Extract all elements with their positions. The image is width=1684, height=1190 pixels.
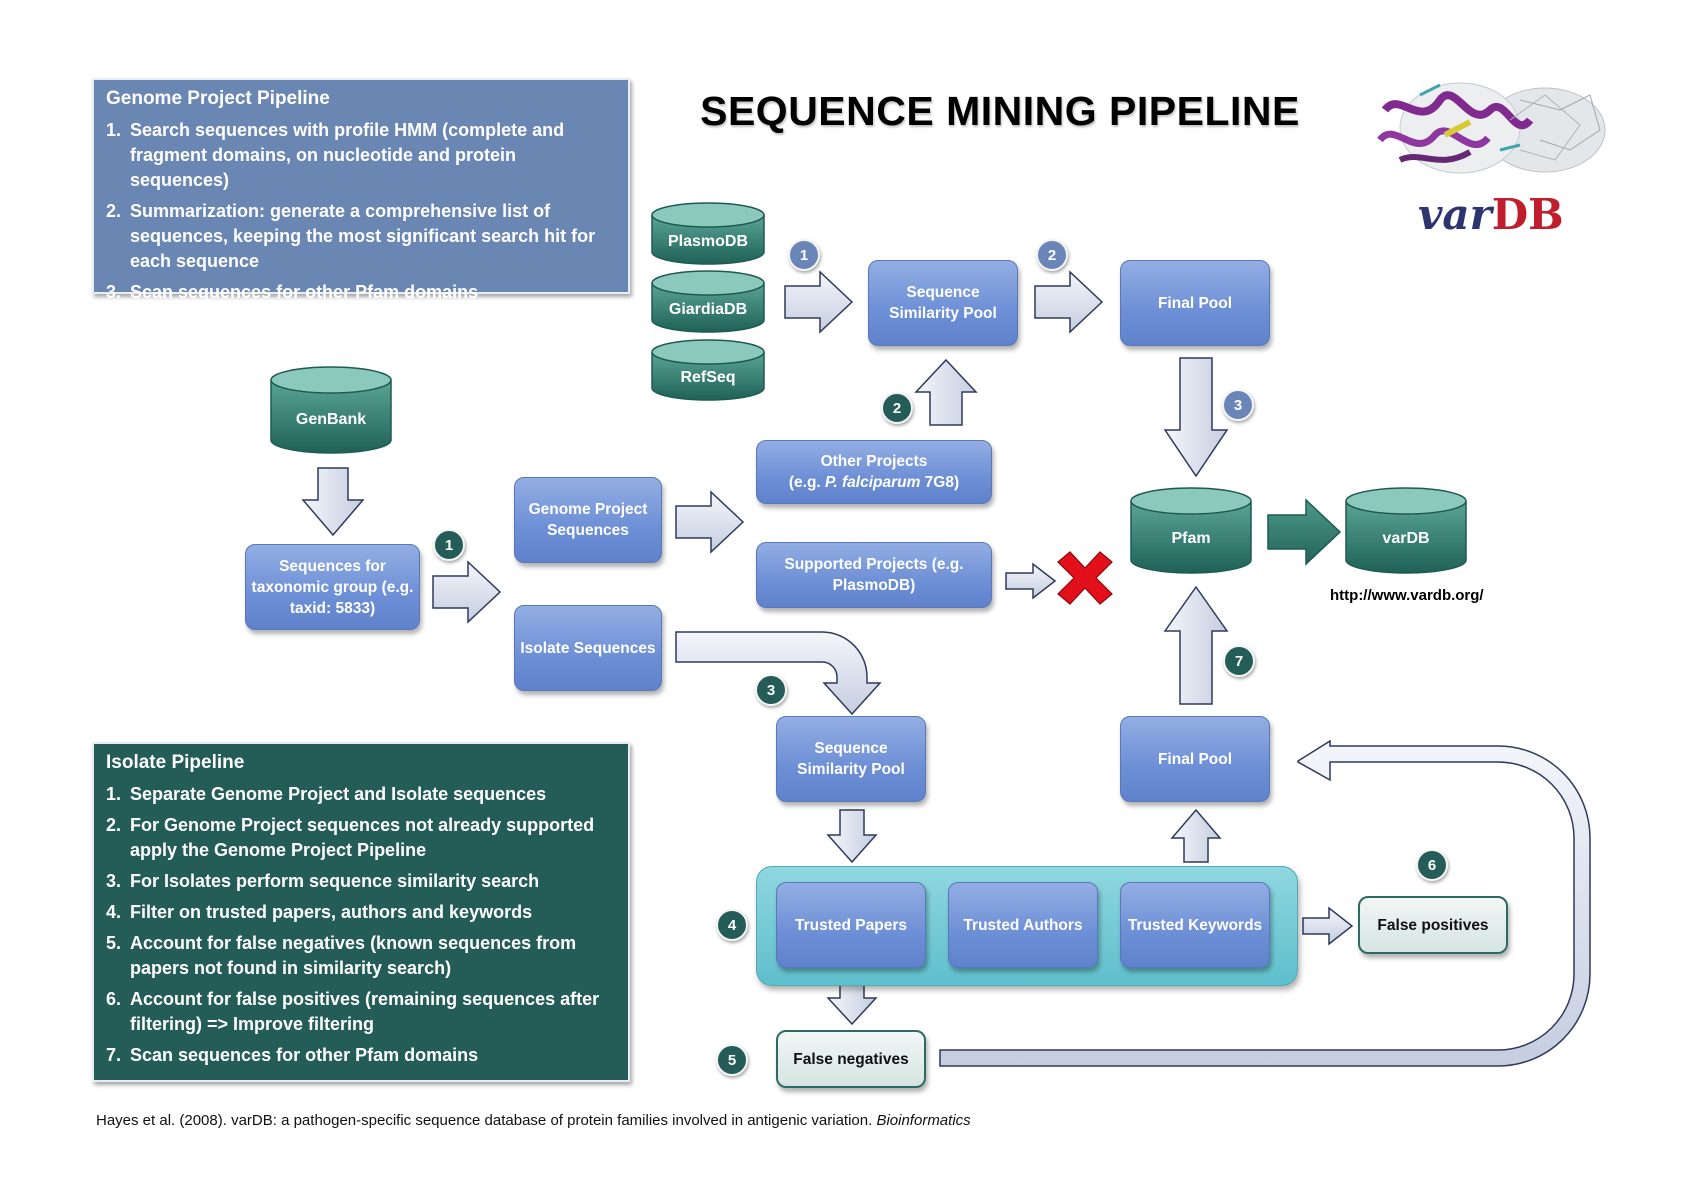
step-badge-3-genome: 3	[1222, 389, 1254, 421]
reject-cross-icon	[1057, 551, 1113, 605]
other-projects-line1: Other Projects	[820, 453, 928, 470]
arrow-finalpool-to-pfam	[1163, 357, 1229, 478]
node-trusted-authors: Trusted Authors	[948, 882, 1098, 968]
arrow-falsenegatives-loop-to-finalpool	[939, 739, 1591, 1067]
step-badge-7-isolate: 7	[1223, 645, 1255, 677]
node-sequences-for-taxonomic-group: Sequences for taxonomic group (e.g. taxi…	[245, 544, 420, 630]
logo-var: var	[1418, 190, 1492, 239]
step-number: 4.	[106, 902, 122, 922]
db-pfam: Pfam	[1130, 487, 1252, 574]
node-supported-projects: Supported Projects (e.g. PlasmoDB)	[756, 542, 992, 608]
db-vardb: varDB	[1345, 487, 1467, 574]
db-label-genbank: GenBank	[296, 411, 366, 428]
genome-step: 2. Summarization: generate a comprehensiv…	[106, 199, 616, 274]
protein-structure-image	[1377, 82, 1606, 174]
arrow-tray-to-finalpool	[1170, 808, 1222, 863]
node-isolate-sequences: Isolate Sequences	[514, 605, 662, 691]
genome-pipeline-heading: Genome Project Pipeline	[106, 88, 330, 109]
step-badge-2-genome: 2	[1036, 239, 1068, 271]
step-text: Summarization: generate a comprehensive …	[130, 201, 596, 271]
step-text: Filter on trusted papers, authors and ke…	[130, 902, 533, 922]
step-text: Separate Genome Project and Isolate sequ…	[130, 784, 547, 804]
genome-step: 3. Scan sequences for other Pfam domains	[106, 280, 616, 305]
step-badge-1-genome: 1	[788, 239, 820, 271]
step-badge-4-isolate: 4	[716, 909, 748, 941]
step-badge-3-isolate: 3	[755, 674, 787, 706]
step-text: Search sequences with profile HMM (compl…	[130, 120, 565, 190]
step-number: 5.	[106, 933, 122, 953]
arrow-dbs-to-simpool	[784, 270, 854, 334]
db-refseq: RefSeq	[651, 339, 765, 401]
other-projects-line2: (e.g. P. falciparum 7G8)	[788, 474, 960, 491]
step-number: 1.	[106, 120, 122, 140]
step-badge-5-isolate: 5	[716, 1044, 748, 1076]
db-label-plasmodb: PlasmoDB	[668, 233, 748, 250]
arrow-sequences-to-split	[432, 560, 502, 624]
isolate-step: 4. Filter on trusted papers, authors and …	[106, 900, 616, 925]
db-label-giardiadb: GiardiaDB	[669, 301, 747, 318]
isolate-step: 2. For Genome Project sequences not alrea…	[106, 813, 616, 863]
step-text: Account for false positives (remaining s…	[130, 989, 600, 1034]
arrow-isolate-to-simpool	[675, 631, 882, 716]
arrow-supported-to-reject	[1005, 562, 1057, 600]
node-sequence-similarity-pool-top: Sequence Similarity Pool	[868, 260, 1018, 346]
db-label-vardb: varDB	[1382, 530, 1429, 547]
node-final-pool-bottom: Final Pool	[1120, 716, 1270, 802]
step-text: For Isolates perform sequence similarity…	[130, 871, 540, 891]
step-number: 2.	[106, 815, 122, 835]
step-number: 3.	[106, 871, 122, 891]
isolate-step: 1. Separate Genome Project and Isolate se…	[106, 782, 616, 807]
step-text: For Genome Project sequences not already…	[130, 815, 595, 860]
step-text: Scan sequences for other Pfam domains	[130, 1045, 479, 1065]
node-false-negatives: False negatives	[776, 1030, 926, 1088]
arrow-pfam-to-vardb	[1267, 498, 1342, 566]
step-number: 7.	[106, 1045, 122, 1065]
logo-db: DB	[1491, 190, 1564, 239]
node-final-pool-top: Final Pool	[1120, 260, 1270, 346]
arrow-otherprojects-to-simpool	[914, 358, 978, 426]
step-number: 3.	[106, 282, 122, 302]
arrow-finalpool-bottom-to-pfam	[1163, 585, 1229, 705]
db-plasmodb: PlasmoDB	[651, 202, 765, 265]
isolate-step: 3. For Isolates perform sequence similari…	[106, 869, 616, 894]
node-trusted-keywords: Trusted Keywords	[1120, 882, 1270, 968]
vardb-logo: varDB	[1418, 190, 1564, 239]
citation-journal: Bioinformatics	[876, 1112, 971, 1129]
node-sequence-similarity-pool-bottom: Sequence Similarity Pool	[776, 716, 926, 802]
step-text: Scan sequences for other Pfam domains	[130, 282, 479, 302]
db-genbank: GenBank	[270, 366, 392, 454]
isolate-pipeline-heading: Isolate Pipeline	[106, 752, 245, 773]
node-genome-project-sequences: Genome Project Sequences	[514, 477, 662, 563]
arrow-simpool-to-tray	[826, 809, 878, 864]
arrow-genbank-to-sequences	[301, 467, 365, 537]
isolate-step: 6. Account for false positives (remaining…	[106, 987, 616, 1037]
vardb-url: http://www.vardb.org/	[1330, 587, 1484, 604]
citation-text: Hayes et al. (2008). varDB: a pathogen-s…	[96, 1112, 877, 1129]
step-badge-2-isolate: 2	[881, 392, 913, 424]
node-trusted-papers: Trusted Papers	[776, 882, 926, 968]
step-badge-1-isolate: 1	[433, 529, 465, 561]
page-title: SEQUENCE MINING PIPELINE	[700, 88, 1300, 134]
isolate-pipeline-panel: Isolate Pipeline 1. Separate Genome Proje…	[92, 742, 630, 1082]
step-badge-6-isolate: 6	[1416, 849, 1448, 881]
db-label-refseq: RefSeq	[680, 369, 735, 386]
db-label-pfam: Pfam	[1171, 530, 1210, 547]
node-false-positives: False positives	[1358, 896, 1508, 954]
genome-pipeline-panel: Genome Project Pipeline 1. Search sequenc…	[92, 78, 630, 302]
step-text: Account for false negatives (known seque…	[130, 933, 577, 978]
isolate-step: 7. Scan sequences for other Pfam domains	[106, 1043, 616, 1068]
arrow-genomeproject-to-projects	[675, 490, 745, 554]
citation: Hayes et al. (2008). varDB: a pathogen-s…	[96, 1112, 971, 1129]
genome-step: 1. Search sequences with profile HMM (com…	[106, 118, 616, 193]
step-number: 2.	[106, 201, 122, 221]
arrow-simpool-to-finalpool	[1034, 270, 1104, 334]
step-number: 1.	[106, 784, 122, 804]
db-giardiadb: GiardiaDB	[651, 270, 765, 333]
arrow-tray-to-falsepositives	[1302, 906, 1354, 946]
step-number: 6.	[106, 989, 122, 1009]
isolate-step: 5. Account for false negatives (known seq…	[106, 931, 616, 981]
node-other-projects: Other Projects (e.g. P. falciparum 7G8)	[756, 440, 992, 504]
